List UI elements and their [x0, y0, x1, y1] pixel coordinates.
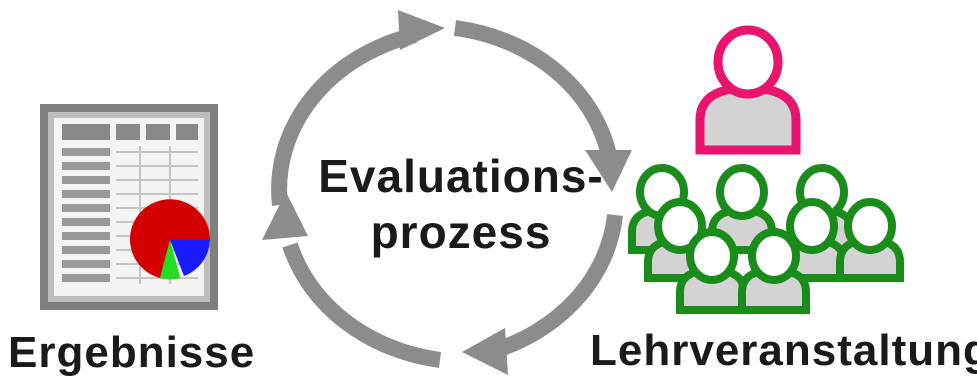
results-sheet-icon	[40, 104, 218, 310]
pie-chart-icon	[130, 199, 211, 280]
results-label: Ergebnisse	[8, 328, 256, 377]
cycle-label-line1: Evaluations-	[318, 150, 604, 202]
cycle-label: Evaluations- prozess	[296, 148, 626, 260]
teacher-person-icon	[695, 25, 801, 155]
cycle-arrows-icon	[271, 20, 623, 368]
arrowheads	[262, 10, 632, 375]
cycle-label-line2: prozess	[370, 206, 552, 258]
students-group-icon	[628, 164, 904, 314]
course-label: Lehrveranstaltung	[590, 326, 977, 375]
